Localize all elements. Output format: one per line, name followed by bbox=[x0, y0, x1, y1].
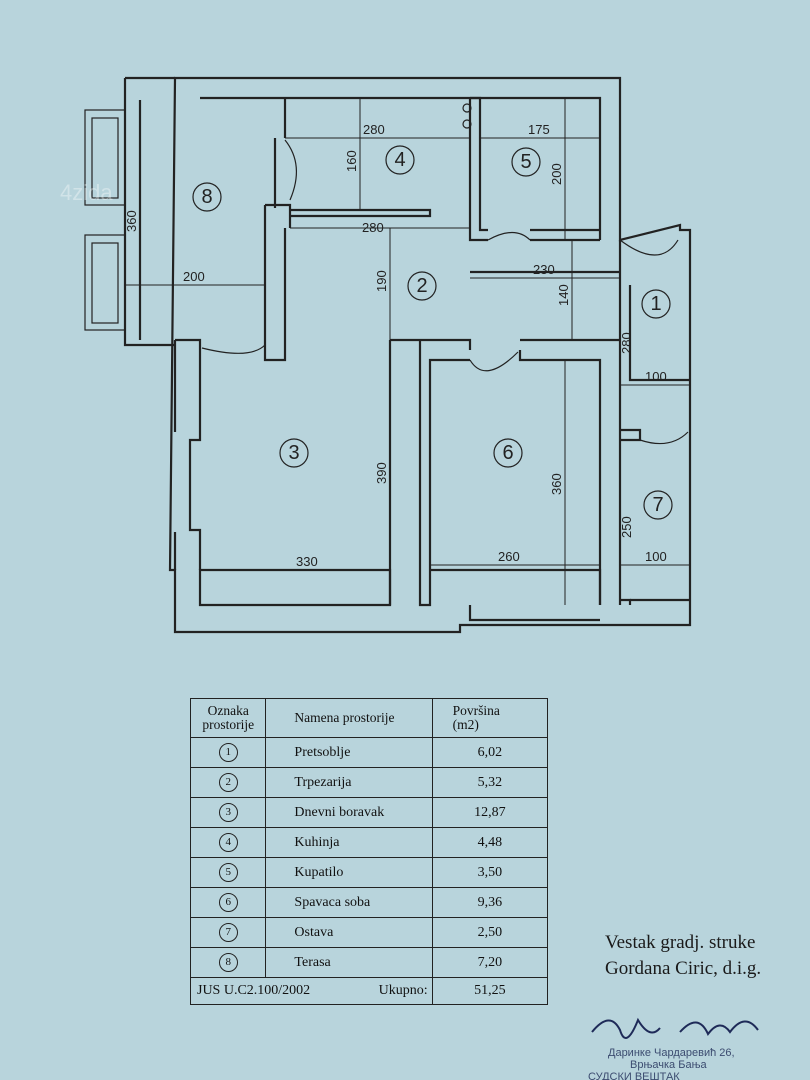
floor-plan: 8 4 5 2 1 3 6 7 280 175 160 200 360 280 … bbox=[84, 76, 692, 634]
room-name: Ostava bbox=[265, 917, 433, 948]
dim-label: 200 bbox=[183, 269, 205, 284]
room-number: 6 bbox=[218, 893, 238, 912]
room-name: Dnevni boravak bbox=[265, 797, 433, 828]
dim-label: 390 bbox=[374, 462, 389, 484]
dim-label: 280 bbox=[362, 220, 384, 235]
svg-text:1: 1 bbox=[650, 293, 661, 315]
table-row: 4 Kuhinja 4,48 bbox=[189, 827, 549, 858]
room-number: 2 bbox=[218, 773, 238, 792]
dim-label: 280 bbox=[363, 122, 385, 137]
stamp-line: СУДСКИ ВЕШТАК bbox=[588, 1071, 680, 1080]
room-number: 7 bbox=[218, 923, 238, 942]
table-row: 2 Trpezarija 5,32 bbox=[189, 767, 549, 798]
dim-label: 260 bbox=[498, 549, 520, 564]
terrace-railing bbox=[84, 109, 126, 206]
room-name: Kupatilo bbox=[265, 857, 433, 888]
room-2-marker: 2 bbox=[407, 271, 437, 301]
room-number: 8 bbox=[218, 953, 238, 972]
table-row: 5 Kupatilo 3,50 bbox=[189, 857, 549, 888]
stamp-line: Врњачка Бања bbox=[630, 1059, 708, 1071]
table-row: 1 Pretsoblje 6,02 bbox=[189, 737, 549, 768]
dim-label: 280 bbox=[619, 332, 634, 354]
svg-text:8: 8 bbox=[201, 186, 212, 208]
dim-label: 360 bbox=[549, 473, 564, 495]
table-row: 3 Dnevni boravak 12,87 bbox=[189, 797, 549, 828]
dim-label: 175 bbox=[528, 122, 550, 137]
room-number: 4 bbox=[218, 833, 238, 852]
table-row: 8 Terasa 7,20 bbox=[189, 947, 549, 978]
room-3-marker: 3 bbox=[279, 438, 309, 468]
room-area: 9,36 bbox=[431, 887, 549, 918]
room-5-marker: 5 bbox=[511, 147, 541, 177]
standard-code: JUS U.C2.100/2002 bbox=[197, 983, 311, 998]
room-8-marker: 8 bbox=[192, 182, 222, 212]
room-4-marker: 4 bbox=[385, 145, 415, 175]
table-row: 7 Ostava 2,50 bbox=[189, 917, 549, 948]
svg-text:7: 7 bbox=[652, 494, 663, 516]
room-name: Kuhinja bbox=[265, 827, 433, 858]
dim-label: 360 bbox=[124, 210, 139, 232]
dim-label: 230 bbox=[533, 262, 555, 277]
expert-signature-block: Vestak gradj. struke Gordana Ciric, d.i.… bbox=[605, 930, 805, 982]
header-name: Namena prostorije bbox=[265, 698, 433, 738]
room-7-marker: 7 bbox=[643, 490, 673, 520]
room-name: Pretsoblje bbox=[265, 737, 433, 768]
svg-text:2: 2 bbox=[416, 275, 427, 297]
terrace-railing bbox=[84, 234, 126, 331]
inner-wall-outline bbox=[200, 96, 602, 240]
room-area: 5,32 bbox=[431, 767, 549, 798]
room-area: 6,02 bbox=[431, 737, 549, 768]
expert-title: Vestak gradj. struke bbox=[605, 932, 756, 953]
svg-text:5: 5 bbox=[520, 151, 531, 173]
svg-text:3: 3 bbox=[288, 442, 299, 464]
table-row: 6 Spavaca soba 9,36 bbox=[189, 887, 549, 918]
room-number: 1 bbox=[218, 743, 238, 762]
svg-text:6: 6 bbox=[502, 442, 513, 464]
dim-label: 140 bbox=[556, 284, 571, 306]
dim-label: 250 bbox=[619, 516, 634, 538]
dim-label: 100 bbox=[645, 369, 667, 384]
dim-label: 160 bbox=[344, 150, 359, 172]
total-area: 51,25 bbox=[431, 977, 549, 1005]
stamp-and-signature: Даринке Чардаревић 26, Врњачка Бања СУДС… bbox=[588, 1017, 759, 1080]
dim-label: 190 bbox=[374, 270, 389, 292]
watermark: 4zida bbox=[60, 180, 113, 205]
dim-label: 200 bbox=[549, 163, 564, 185]
room-area: 7,20 bbox=[431, 947, 549, 978]
room-number: 3 bbox=[218, 803, 238, 822]
room-area: 4,48 bbox=[431, 827, 549, 858]
stamp-line: Даринке Чардаревић 26, bbox=[608, 1047, 735, 1059]
room-number: 5 bbox=[218, 863, 238, 882]
room-area: 3,50 bbox=[431, 857, 549, 888]
expert-name: Gordana Ciric, d.i.g. bbox=[605, 958, 762, 979]
room-name: Trpezarija bbox=[265, 767, 433, 798]
room-1-marker: 1 bbox=[641, 289, 671, 319]
room-name: Spavaca soba bbox=[265, 887, 433, 918]
dim-label: 100 bbox=[645, 549, 667, 564]
total-label: Ukupno: bbox=[378, 983, 428, 998]
room-name: Terasa bbox=[265, 947, 433, 978]
room-area: 2,50 bbox=[431, 917, 549, 948]
room-area: 12,87 bbox=[431, 797, 549, 828]
svg-text:4: 4 bbox=[394, 149, 405, 171]
room-6-marker: 6 bbox=[493, 438, 523, 468]
dim-label: 330 bbox=[296, 554, 318, 569]
table-footer-row: JUS U.C2.100/2002 Ukupno: 51,25 bbox=[190, 977, 549, 1005]
header-area: Površina(m2) bbox=[431, 698, 549, 738]
